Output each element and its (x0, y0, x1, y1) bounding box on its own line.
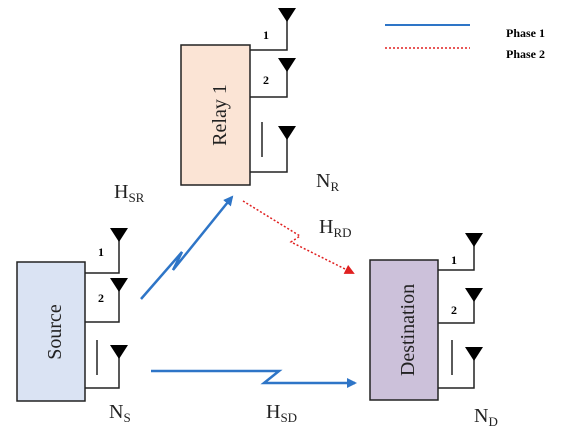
destination-antenna-icon (465, 347, 483, 361)
destination-label: Destination (397, 284, 419, 376)
relay-antenna-icon (278, 58, 296, 72)
destination-antenna-array (438, 243, 475, 389)
source-node: Source 1 2 NS (16, 228, 131, 425)
destination-box (369, 259, 439, 401)
source-antenna-count: NS (109, 401, 131, 425)
destination-node: Destination 1 2 ND (369, 233, 498, 429)
relay-antenna-icon (278, 126, 296, 140)
link-source-destination (151, 369, 357, 388)
destination-antenna-icon (465, 233, 483, 247)
channel-label-rd: HRD (319, 216, 352, 240)
source-antenna-array (85, 240, 120, 389)
relay-box (180, 44, 251, 186)
source-antenna-icon (110, 278, 128, 292)
channel-label-sr: HSR (114, 181, 145, 205)
source-antenna-number-2: 2 (98, 291, 104, 305)
legend-phase2-label: Phase 2 (506, 47, 545, 61)
source-antenna-number-1: 1 (98, 245, 104, 259)
destination-antenna-count: ND (474, 405, 498, 429)
relay-antenna-count: NR (316, 170, 339, 194)
relay-antenna-number-1: 1 (263, 28, 269, 42)
link-source-relay (140, 195, 234, 300)
relay-antenna-number-2: 2 (263, 73, 269, 87)
legend-phase1-label: Phase 1 (506, 26, 545, 40)
relay-antenna-icon (278, 8, 296, 22)
relay-label: Relay 1 (209, 84, 231, 146)
legend: Phase 1 Phase 2 (385, 24, 545, 61)
destination-antenna-number-1: 1 (451, 253, 457, 267)
source-box (16, 261, 86, 402)
destination-antenna-number-2: 2 (451, 303, 457, 317)
relay-antenna-array (250, 20, 288, 173)
relay-node: Relay 1 1 2 NR (180, 8, 339, 194)
source-label: Source (44, 304, 66, 360)
link-relay-destination (242, 200, 355, 274)
source-antenna-icon (110, 228, 128, 242)
destination-antenna-icon (465, 288, 483, 302)
channel-label-sd: HSD (266, 401, 297, 425)
source-antenna-icon (110, 345, 128, 359)
